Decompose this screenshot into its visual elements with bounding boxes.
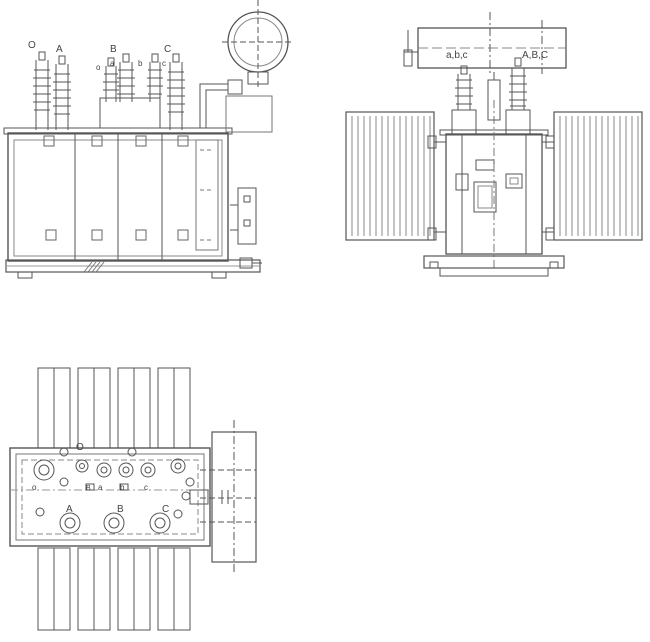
plan-hv-bushings: [33, 459, 171, 534]
front-lv-label-b: b: [138, 59, 143, 68]
plan-view: A B C O o a b c B: [9, 367, 257, 631]
plan-label-b: B: [117, 504, 124, 515]
plan-lv-label-o: o: [32, 483, 37, 492]
front-label-o: O: [28, 40, 36, 51]
side-conservator-label-hv: A,B,C: [522, 50, 548, 61]
plan-small-mark: B: [86, 485, 91, 492]
plan-label-a: A: [66, 504, 73, 515]
plan-radiators-bottom: [37, 547, 191, 631]
front-label-b: B: [110, 44, 117, 55]
plan-tank: [9, 447, 211, 547]
front-lv-label-a: a: [110, 59, 115, 68]
plan-label-c: C: [162, 504, 169, 515]
side-conservator-label-lv: a,b,c: [446, 50, 468, 61]
front-elevation-view: O A B C o a b c: [3, 0, 294, 279]
plan-lv-label-a: a: [98, 483, 103, 492]
front-label-a: A: [56, 44, 63, 55]
front-bushings: [33, 51, 185, 130]
side-bushings: [451, 57, 531, 135]
side-elevation-view: a,b,c A,B,C: [345, 12, 643, 277]
front-lv-label-o: o: [96, 63, 101, 72]
side-radiator-right: [553, 111, 643, 241]
front-label-c: C: [164, 44, 171, 55]
plan-radiators-top: [37, 367, 191, 449]
side-radiator-left: [345, 111, 435, 241]
plan-lv-label-c: c: [144, 483, 148, 492]
plan-lv-bushings: [75, 458, 186, 478]
front-lv-label-c: c: [162, 59, 166, 68]
plan-lv-label-b: b: [120, 483, 125, 492]
plan-label-o: O: [76, 442, 84, 453]
front-control-cabinet: [237, 187, 257, 245]
